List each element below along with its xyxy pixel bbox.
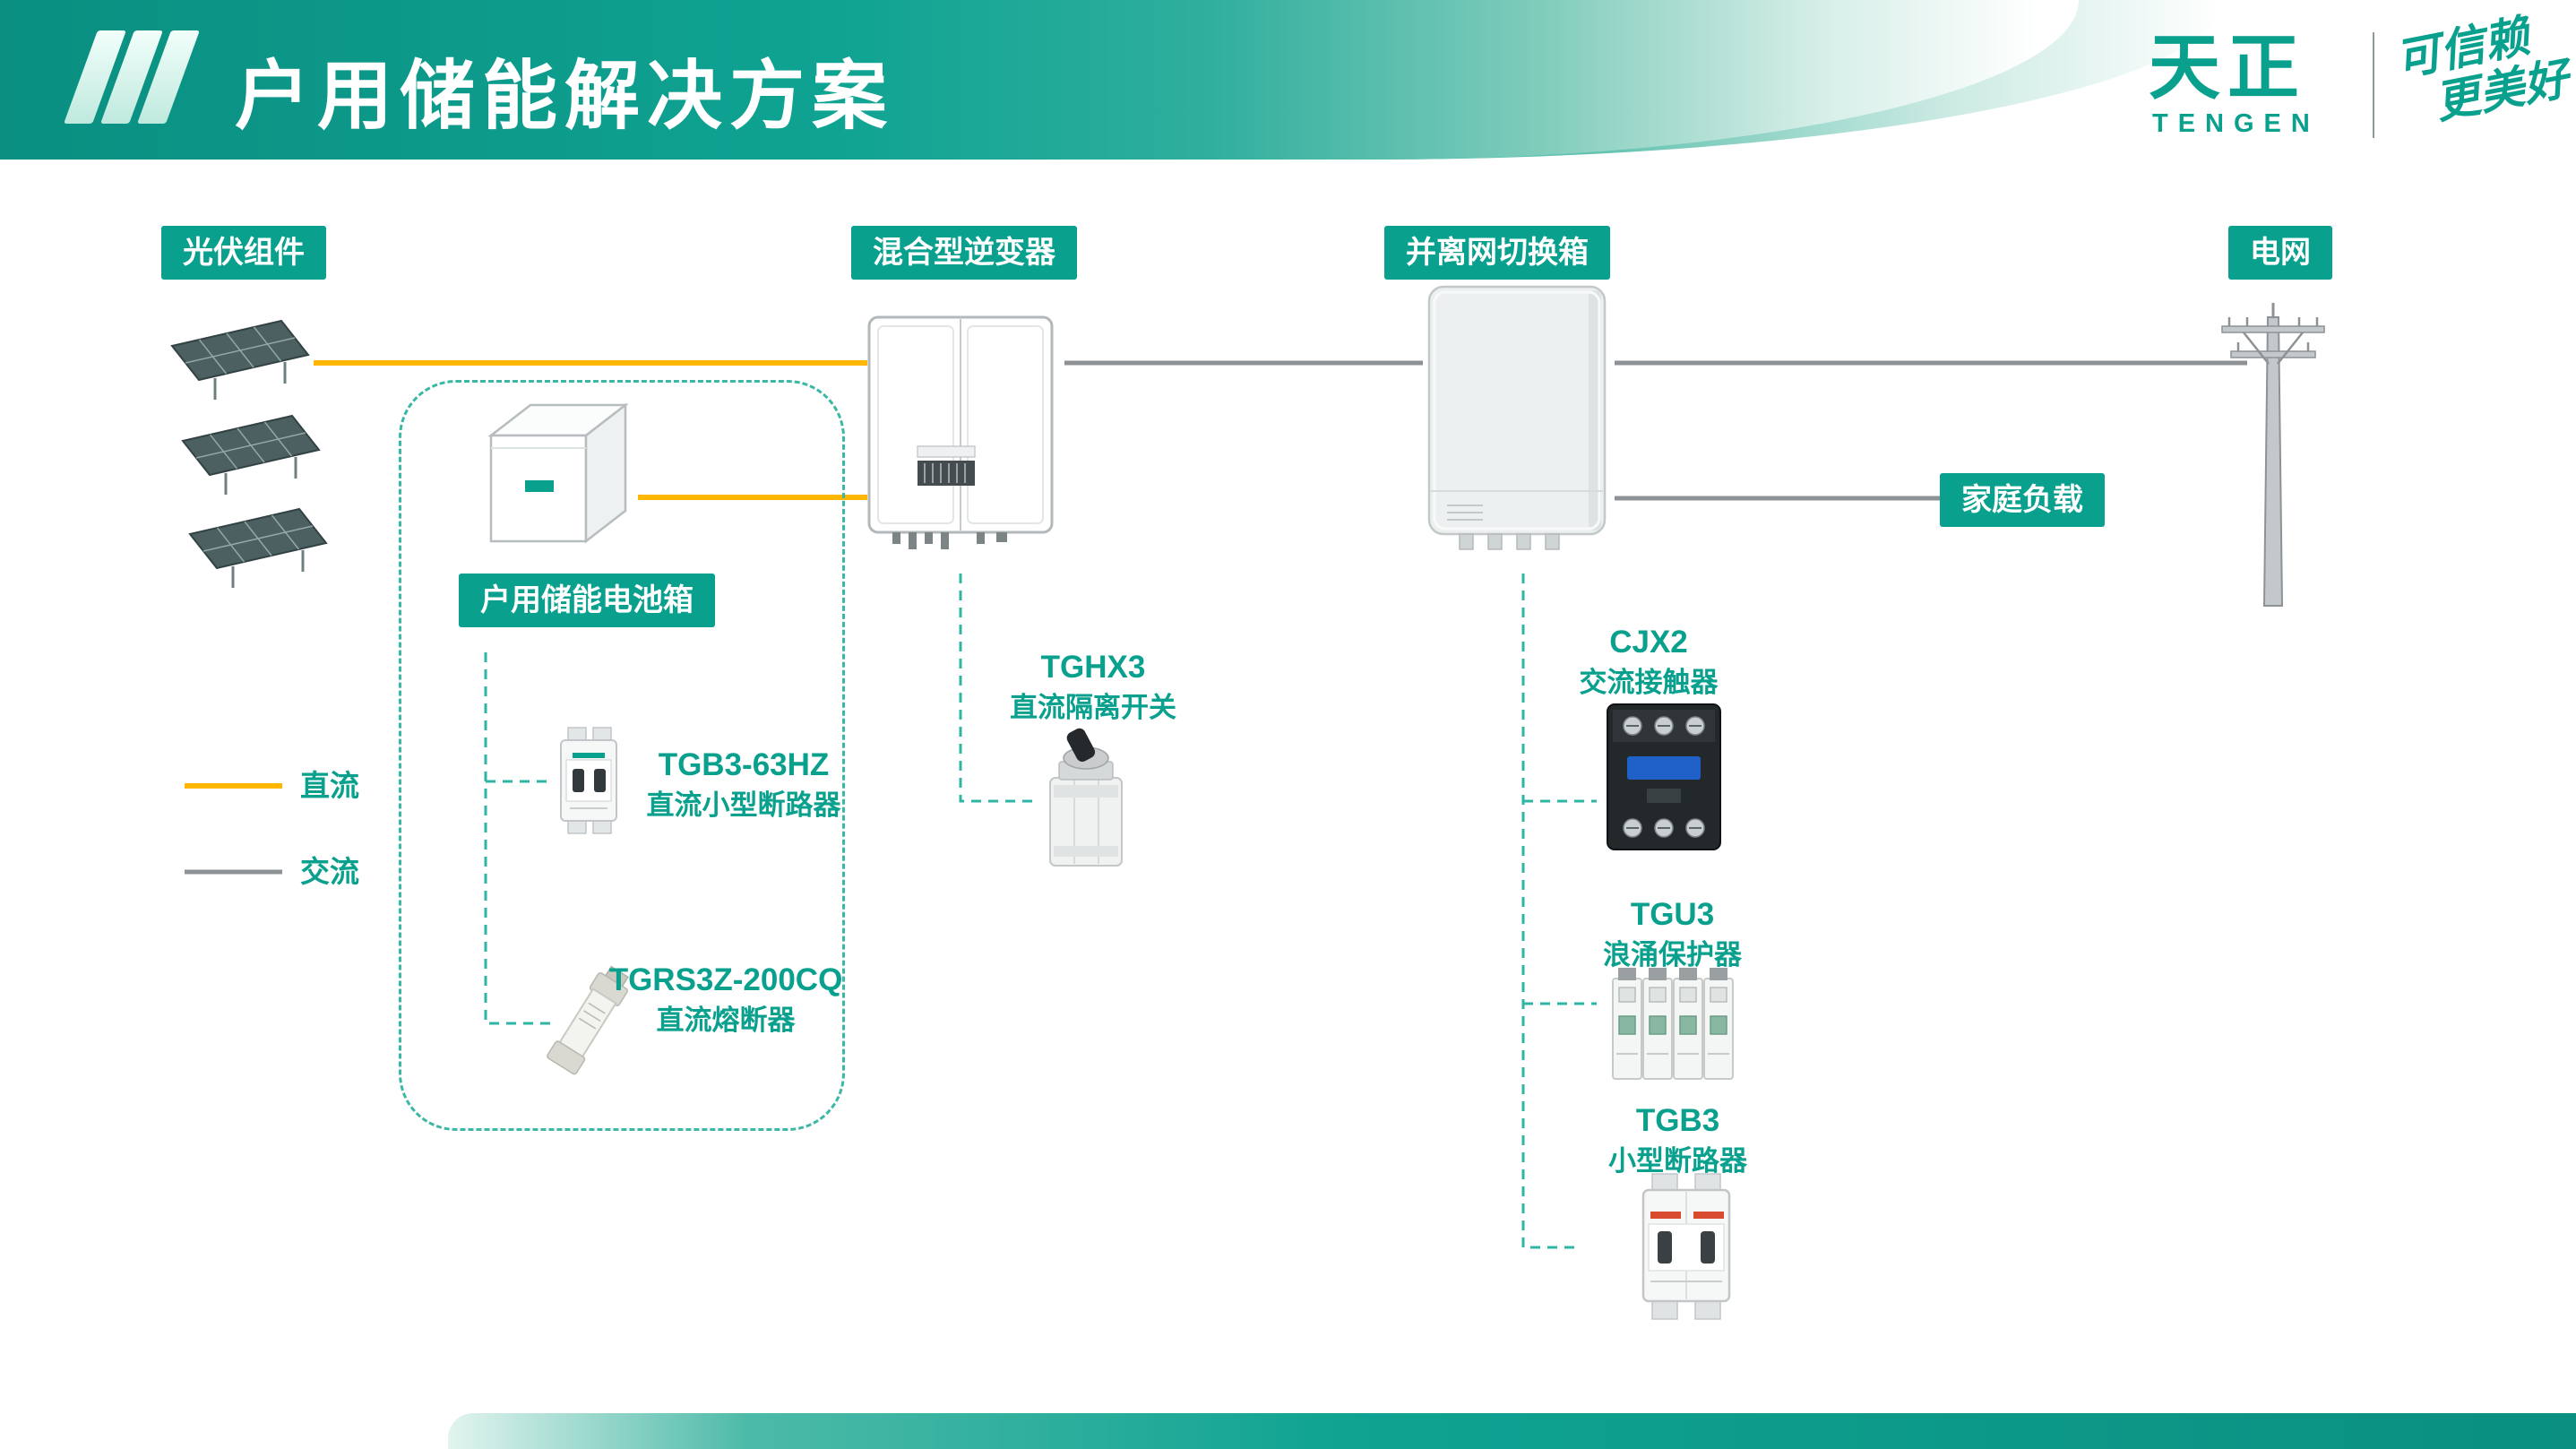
brand-logo-name: 天正 [2149, 28, 2306, 108]
product-name: 直流熔断器 [656, 1004, 796, 1036]
product-label-dc-fuse: TGRS3Z-200CQ 直流熔断器 [596, 962, 856, 1036]
product-name: 直流小型断路器 [646, 789, 841, 821]
header-band [0, 0, 2079, 160]
badge-home-load: 家庭负载 [1940, 473, 2105, 527]
brand-divider [2373, 32, 2374, 138]
mini-breaker-icon [1624, 1163, 1749, 1333]
badge-grid-switch-box: 并离网切换箱 [1384, 226, 1610, 280]
badge-battery-box: 户用储能电池箱 [459, 574, 715, 627]
product-name: 小型断路器 [1608, 1144, 1747, 1177]
dashed-battery-callout [484, 652, 554, 1025]
dc-isolator-icon [1032, 726, 1140, 878]
product-model: TGHX3 [1040, 650, 1146, 685]
switch-box-icon [1420, 280, 1617, 562]
product-label-dc-mini-breaker: TGB3-63HZ 直流小型断路器 [618, 747, 869, 821]
hybrid-inverter-icon [862, 312, 1059, 563]
product-model: TGB3-63HZ [658, 747, 830, 782]
legend-dc-label: 直流 [300, 769, 359, 802]
solar-panel-icon [170, 410, 327, 505]
battery-box-icon [475, 392, 641, 558]
footer-band [448, 1413, 2576, 1449]
dashed-switchbox-callout [1521, 574, 1579, 1249]
product-label-surge-protector: TGU3 浪涌保护器 [1545, 897, 1800, 970]
product-model: TGU3 [1630, 897, 1715, 932]
brand-logo-latin: TENGEN [2152, 109, 2320, 138]
product-model: TGRS3Z-200CQ [608, 962, 843, 997]
ac-contactor-icon [1597, 692, 1731, 867]
product-label-mini-breaker: TGB3 小型断路器 [1550, 1103, 1805, 1177]
solar-panel-icon [159, 315, 316, 410]
dc-mini-breaker-icon [548, 717, 629, 847]
page-title: 户用储能解决方案 [235, 54, 895, 138]
product-model: CJX2 [1609, 625, 1688, 660]
legend-ac-label: 交流 [300, 855, 359, 888]
solar-panel-icon [177, 504, 334, 598]
dashed-inverter-callout [959, 574, 1032, 803]
product-name: 交流接触器 [1579, 666, 1719, 698]
surge-protector-icon [1606, 961, 1745, 1095]
badge-pv-modules: 光伏组件 [161, 226, 326, 280]
product-label-dc-isolator: TGHX3 直流隔离开关 [963, 650, 1223, 723]
battery-zone-outline [399, 380, 845, 1131]
badge-power-grid: 电网 [2228, 226, 2332, 280]
badge-hybrid-inverter: 混合型逆变器 [851, 226, 1077, 280]
product-model: TGB3 [1635, 1103, 1720, 1138]
product-name: 直流隔离开关 [1010, 691, 1176, 723]
product-name: 浪涌保护器 [1603, 938, 1742, 970]
dc-fuse-icon [538, 957, 636, 1096]
utility-pole-icon [2215, 296, 2331, 614]
product-label-ac-contactor: CJX2 交流接触器 [1523, 625, 1774, 698]
